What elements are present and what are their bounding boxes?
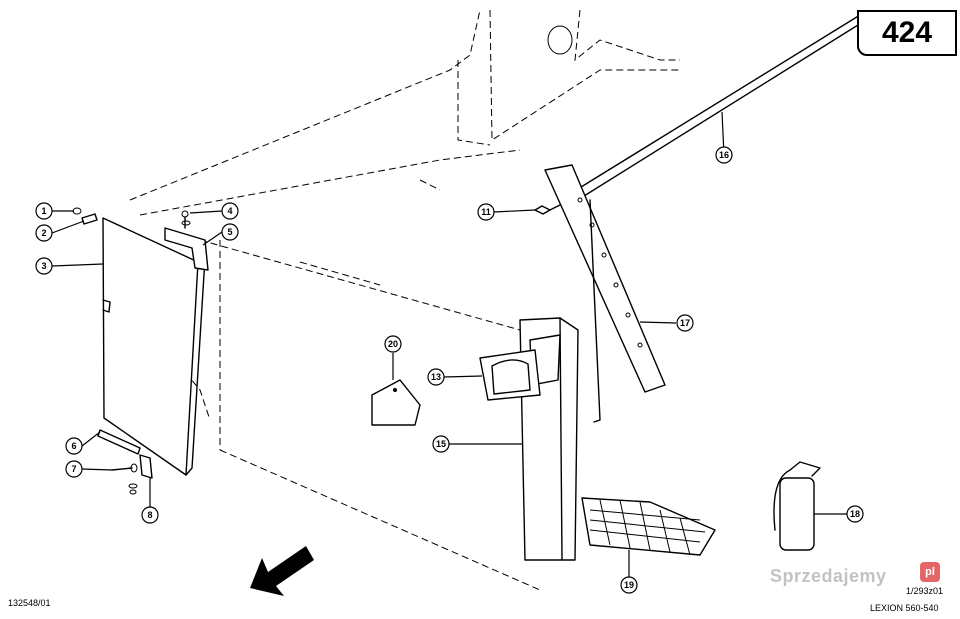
svg-text:17: 17 <box>680 318 690 328</box>
callout-7: 7 <box>65 460 83 478</box>
side-panel <box>102 217 206 476</box>
small-screw <box>534 204 561 215</box>
lower-hardware <box>97 429 153 495</box>
svg-text:1: 1 <box>41 206 46 216</box>
callout-8: 8 <box>141 506 159 524</box>
svg-text:5: 5 <box>227 227 232 237</box>
callout-15: 15 <box>432 435 450 453</box>
svg-text:4: 4 <box>227 206 232 216</box>
svg-text:6: 6 <box>71 441 76 451</box>
machine-frame-outline <box>129 9 680 591</box>
svg-text:16: 16 <box>719 150 729 160</box>
long-rod <box>559 14 867 207</box>
direction-arrow <box>250 546 314 596</box>
svg-text:11: 11 <box>481 207 491 217</box>
callout-20: 20 <box>384 335 402 353</box>
duct-elbow <box>479 349 541 401</box>
svg-text:8: 8 <box>147 510 152 520</box>
callout-4: 4 <box>221 202 239 220</box>
cover-plate <box>371 379 421 426</box>
model-label: LEXION 560-540 <box>870 603 939 613</box>
callout-1: 1 <box>35 202 53 220</box>
view-code: 1/293z01 <box>906 586 944 596</box>
watermark: Sprzedajemy <box>770 566 887 586</box>
page-number: 424 <box>857 10 957 56</box>
svg-text:3: 3 <box>41 261 46 271</box>
slotted-rail <box>544 164 666 423</box>
grid-mat <box>581 497 716 556</box>
callout-3: 3 <box>35 257 53 275</box>
svg-text:15: 15 <box>436 439 446 449</box>
callout-2: 2 <box>35 224 53 242</box>
svg-text:19: 19 <box>624 580 634 590</box>
leader-lines <box>51 111 847 577</box>
svg-text:20: 20 <box>388 339 398 349</box>
svg-text:13: 13 <box>431 372 441 382</box>
callout-18: 18 <box>846 505 864 523</box>
top-bracket <box>164 210 209 271</box>
washer-screw <box>72 207 98 225</box>
svg-text:7: 7 <box>71 464 76 474</box>
callout-17: 17 <box>676 314 694 332</box>
callout-5: 5 <box>221 223 239 241</box>
callout-16: 16 <box>715 146 733 164</box>
watermark-logo: pl <box>920 562 940 582</box>
fire-extinguisher <box>773 461 821 551</box>
callout-13: 13 <box>427 368 445 386</box>
drawing-number: 132548/01 <box>8 598 51 608</box>
svg-text:18: 18 <box>850 509 860 519</box>
callout-19: 19 <box>620 576 638 594</box>
callout-6: 6 <box>65 437 83 455</box>
svg-text:2: 2 <box>41 228 46 238</box>
callout-11: 11 <box>477 203 495 221</box>
